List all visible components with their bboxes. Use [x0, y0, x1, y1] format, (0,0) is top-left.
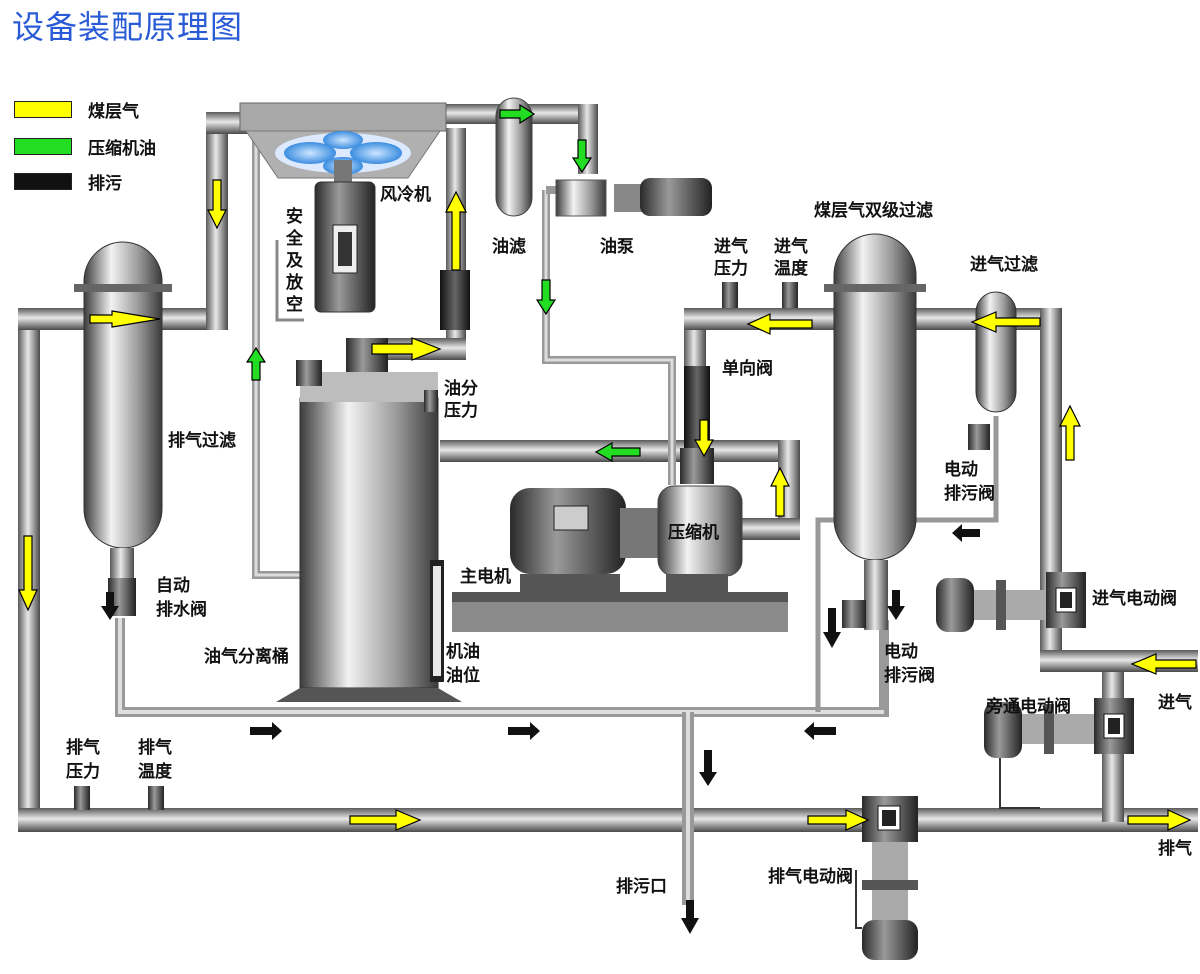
legend-label-gas: 煤层气	[88, 102, 139, 122]
label-electric-drain-valve-2: 电动 排污阀	[884, 642, 935, 686]
label-dual-filter: 煤层气双级过滤	[814, 201, 933, 221]
legend-label-drain: 排污	[88, 174, 122, 194]
label-oil-level: 机油 油位	[446, 642, 480, 686]
separator-tank-vessel	[276, 360, 462, 702]
label-exhaust-pressure: 排气 压力	[66, 738, 100, 782]
dual-filter-vessel	[824, 233, 926, 630]
legend-swatch-oil	[14, 138, 72, 155]
bellows-fan	[440, 270, 470, 330]
flow-arrows	[18, 103, 1197, 831]
thin-lines	[115, 140, 999, 905]
label-bypass-motor-valve: 旁通电动阀	[986, 697, 1071, 717]
legend-label-oil: 压缩机油	[88, 139, 156, 159]
label-exhaust-temp: 排气 温度	[138, 738, 172, 782]
exhaust-motor-valve-body	[855, 796, 918, 960]
exhaust-filter-vessel	[74, 241, 172, 616]
compressor-skid	[452, 366, 788, 632]
label-inlet: 进气	[1158, 693, 1192, 713]
label-drain-outlet: 排污口	[616, 877, 667, 897]
legend-swatch-gas	[14, 101, 72, 118]
label-inlet-motor-valve: 进气电动阀	[1092, 589, 1177, 609]
label-oil-filter: 油滤	[492, 237, 526, 257]
label-electric-drain-valve-1: 电动 排污阀	[944, 460, 995, 504]
small-instruments	[74, 282, 798, 810]
bypass-motor-valve-body	[984, 698, 1134, 809]
label-exhaust: 排气	[1158, 839, 1192, 859]
inlet-motor-valve-body	[936, 572, 1086, 632]
label-inlet-pressure: 进气 压力	[714, 237, 748, 279]
oil-filter	[495, 97, 533, 217]
label-oil-pump: 油泵	[600, 237, 634, 257]
label-oil-sep-pressure: 油分 压力	[444, 379, 478, 421]
page-title: 设备装配原理图	[12, 8, 244, 46]
label-compressor: 压缩机	[668, 523, 719, 543]
label-exhaust-filter: 排气过滤	[168, 431, 236, 451]
label-auto-drain-valve: 自动 排水阀	[156, 576, 207, 620]
label-inlet-temp: 进气 温度	[774, 237, 808, 279]
fan-cooler	[239, 102, 447, 313]
label-fan-cooler: 风冷机	[380, 185, 431, 205]
label-inlet-filter: 进气过滤	[970, 255, 1038, 275]
drain-arrows	[101, 524, 980, 934]
legend-swatch-drain	[14, 173, 72, 190]
label-check-valve: 单向阀	[722, 359, 773, 379]
label-safety-valve: 安全及放空	[286, 207, 303, 315]
label-exhaust-motor-valve: 排气电动阀	[768, 867, 853, 887]
label-separator-tank: 油气分离桶	[204, 647, 289, 667]
oil-pump	[555, 178, 712, 217]
label-main-motor: 主电机	[460, 567, 511, 587]
